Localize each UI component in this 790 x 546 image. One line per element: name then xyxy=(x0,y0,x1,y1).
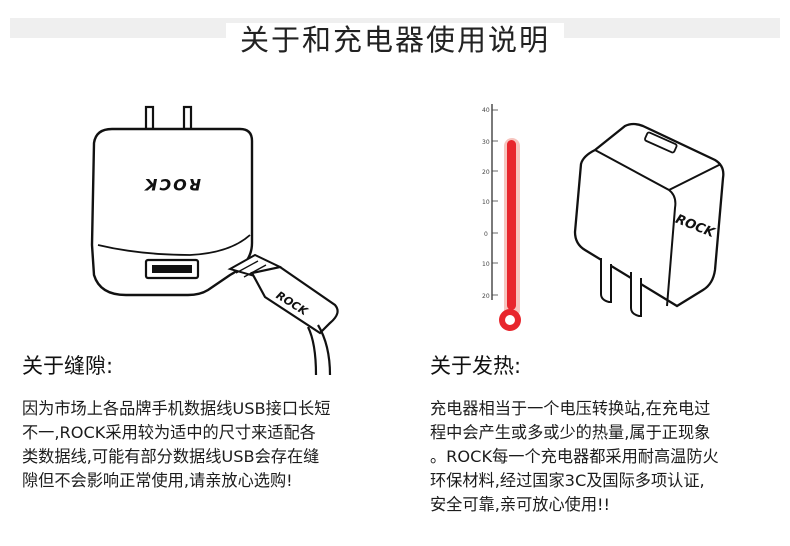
charger-illustration-angled: ROCK xyxy=(573,122,725,317)
tick-label-10: 10 xyxy=(482,199,490,206)
tick-label-30: 30 xyxy=(482,139,490,146)
section-body-heat: 充电器相当于一个电压转换站,在充电过 程中会产生或多或少的热量,属于正现象 。R… xyxy=(430,397,719,517)
charger-logo: ROCK xyxy=(143,175,201,194)
thermometer-illustration: 40 30 20 10 0 10 20 xyxy=(482,104,521,331)
tick-label-20: 20 xyxy=(482,169,490,176)
tick-label-40: 40 xyxy=(482,107,490,114)
section-line: 安全可靠,亲可放心使用!! xyxy=(430,495,610,514)
section-line: 不一,ROCK采用较为适中的尺寸来适配各 xyxy=(22,423,316,442)
section-heading-gap: 关于缝隙: xyxy=(22,354,114,378)
section-line: 环保材料,经过国家3C及国际多项认证, xyxy=(430,471,705,490)
charger-cable-illustration: ROCK ROCK xyxy=(90,105,339,376)
section-line: 因为市场上各品牌手机数据线USB接口长短 xyxy=(22,399,331,418)
section-line: 充电器相当于一个电压转换站,在充电过 xyxy=(430,399,711,418)
section-line: 程中会产生或多或少的热量,属于正现象 xyxy=(430,423,711,442)
section-line: 。ROCK每一个充电器都采用耐高温防火 xyxy=(430,447,719,466)
section-body-gap: 因为市场上各品牌手机数据线USB接口长短 不一,ROCK采用较为适中的尺寸来适配… xyxy=(22,397,330,493)
section-line: 隙但不会影响正常使用,请亲放心选购! xyxy=(22,471,293,490)
section-heading-heat: 关于发热: xyxy=(430,354,522,378)
tick-label-neg20: 20 xyxy=(482,293,490,300)
page-title: 关于和充电器使用说明 xyxy=(0,17,790,59)
tick-label-0: 0 xyxy=(484,231,488,238)
section-line: 类数据线,可能有部分数据线USB会存在缝 xyxy=(22,447,320,466)
tick-label-neg10: 10 xyxy=(482,261,490,268)
